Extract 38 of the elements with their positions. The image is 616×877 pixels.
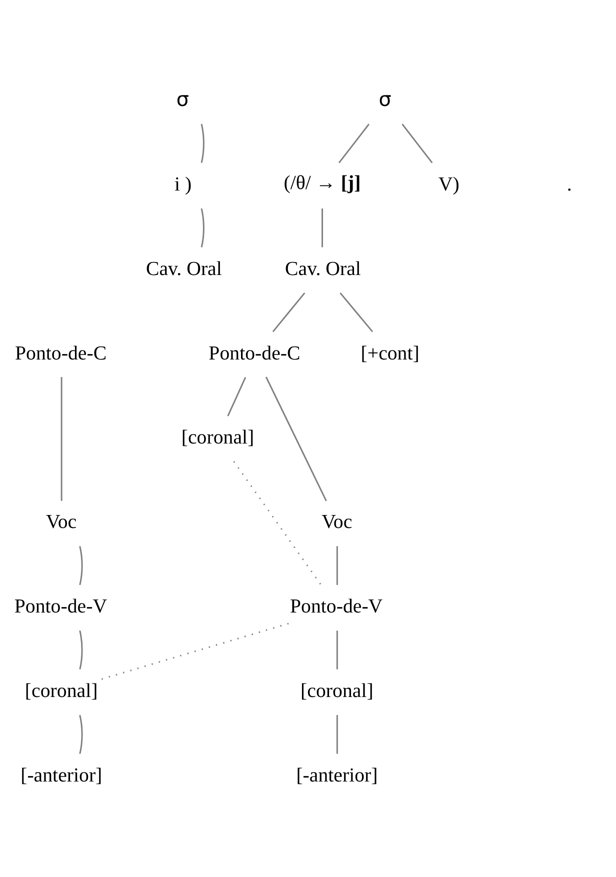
connector — [233, 460, 322, 586]
node-text: [-anterior] — [296, 764, 378, 786]
label: . — [566, 172, 572, 195]
connector — [272, 292, 306, 332]
connector — [79, 546, 83, 585]
connector — [200, 208, 204, 247]
connector — [402, 123, 433, 163]
node-text: Voc — [322, 510, 352, 533]
node-text: σ — [378, 88, 392, 111]
connector — [79, 714, 83, 754]
connector — [200, 123, 204, 162]
node-text: Voc — [46, 510, 77, 533]
connector — [227, 376, 246, 416]
connector — [336, 630, 338, 669]
connector — [322, 208, 324, 247]
node-text: Ponto-de-C — [208, 342, 300, 364]
node-text: Ponto-de-V — [14, 595, 108, 618]
connector — [338, 123, 370, 163]
node-text: Ponto-de-V — [290, 595, 383, 618]
connector — [340, 292, 374, 332]
node-text: Cav. Oral — [146, 257, 222, 280]
node-text: σ — [176, 88, 189, 111]
node-text: [coronal] — [24, 679, 98, 702]
connector — [60, 376, 62, 500]
node-text: [coronal] — [300, 679, 374, 702]
node-text: (/θ/ → [j] — [284, 172, 361, 194]
node-text: V) — [438, 172, 460, 195]
node-text: Ponto-de-C — [15, 342, 107, 364]
connector — [336, 546, 338, 584]
connector — [99, 622, 289, 680]
connector — [265, 376, 327, 501]
node-text: [-anterior] — [20, 764, 102, 786]
node-text: [coronal] — [181, 426, 254, 448]
connector — [79, 630, 83, 670]
node-text: Cav. Oral — [285, 257, 361, 280]
node-text: i ) — [174, 172, 192, 195]
node-text: [+cont] — [360, 342, 420, 364]
connector — [336, 714, 338, 754]
